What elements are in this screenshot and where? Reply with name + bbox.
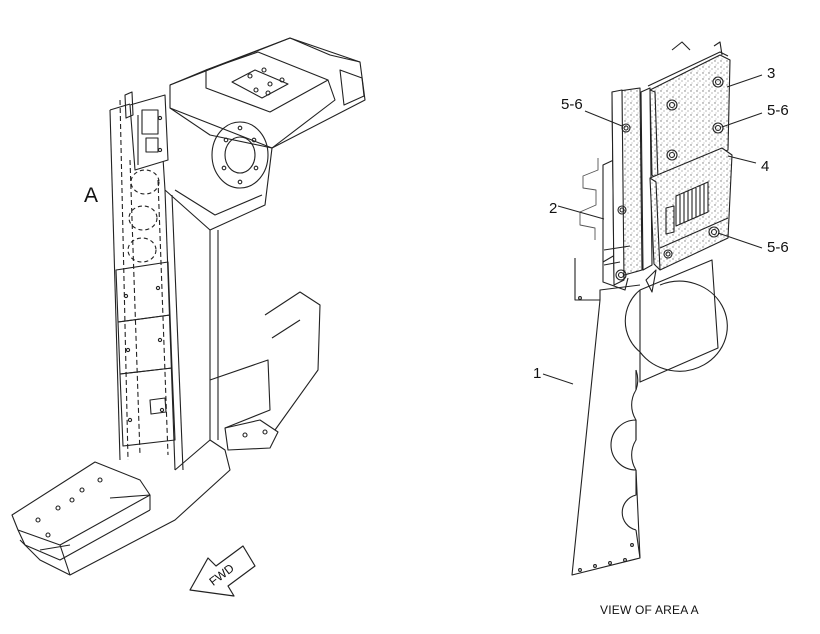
leader-2 — [557, 205, 605, 220]
callout-5-6-lower-right: 5-6 — [767, 239, 789, 256]
fwd-arrow: FWD — [189, 545, 256, 597]
callout-5-6-top-left: 5-6 — [561, 96, 583, 113]
top-beam — [169, 37, 366, 149]
callout-1: 1 — [533, 365, 542, 382]
side-brace — [209, 291, 321, 451]
callout-2: 2 — [549, 200, 558, 217]
round-flange — [211, 121, 269, 189]
mounting-plate — [571, 258, 641, 576]
leader-5-6-top-left — [584, 110, 623, 127]
column-cutouts — [127, 169, 160, 263]
vertical-channel — [602, 87, 643, 291]
upper-cover-plate — [647, 41, 731, 181]
callout-5-6-top-right: 5-6 — [767, 102, 789, 119]
circular-cutout — [624, 259, 728, 383]
column-panels — [115, 261, 176, 447]
view-caption: VIEW OF AREA A — [600, 603, 699, 617]
frame-assembly — [11, 37, 366, 576]
leader-1 — [542, 373, 574, 385]
callout-4: 4 — [761, 158, 770, 175]
hidden-outline — [579, 158, 599, 240]
lower-cover-plate — [649, 147, 733, 271]
inner-strip — [640, 87, 657, 293]
leader-3 — [726, 74, 763, 88]
area-a-detail-view — [542, 41, 763, 576]
callout-3: 3 — [767, 65, 776, 82]
leader-lines — [542, 74, 763, 385]
top-bracket — [124, 91, 169, 171]
leader-4 — [727, 155, 757, 164]
base-frame — [11, 439, 231, 576]
vertical-column — [109, 99, 273, 471]
leader-5-6-lower-right — [717, 232, 763, 249]
leader-5-6-top-right — [721, 112, 763, 128]
area-a-marker: A — [84, 184, 99, 207]
